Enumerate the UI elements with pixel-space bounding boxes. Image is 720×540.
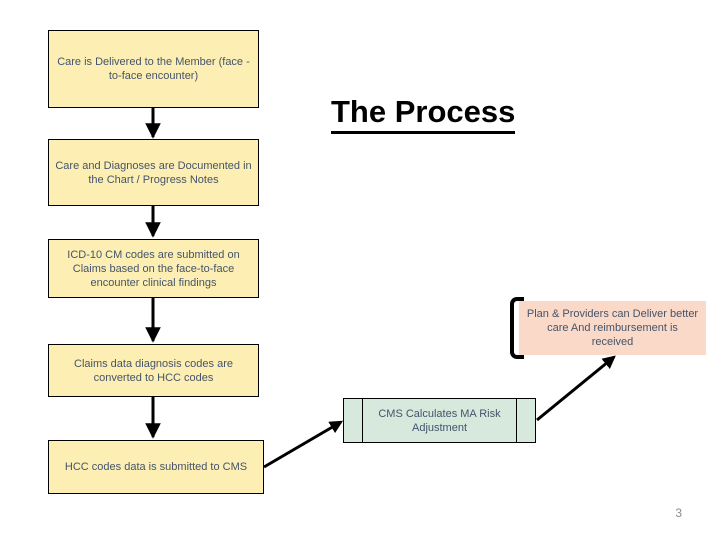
flow-node-hcc-submitted[interactable]: HCC codes data is submitted to CMS <box>48 440 264 494</box>
flow-node-care-documented[interactable]: Care and Diagnoses are Documented in the… <box>48 139 259 206</box>
flow-node-label: ICD-10 CM codes are submitted on Claims … <box>67 248 240 289</box>
flow-node-label: HCC codes data is submitted to CMS <box>64 461 248 473</box>
arrow-hcc-submitted-to-cms-calculates <box>263 420 344 469</box>
flow-node-icd10-submitted[interactable]: ICD-10 CM codes are submitted on Claims … <box>48 239 259 298</box>
process-rule-left-icon <box>362 399 363 442</box>
flow-node-label: Care and Diagnoses are Documented in the… <box>55 159 252 186</box>
page-title: The Process <box>331 94 516 134</box>
flow-node-label: CMS Calculates MA Risk Adjustment <box>378 407 501 434</box>
flow-node-label: Plan & Providers can Deliver better care… <box>526 308 699 348</box>
arrow-cms-calculates-to-plan-providers <box>536 355 616 422</box>
flow-node-label: Claims data diagnosis codes are converte… <box>74 357 233 384</box>
flow-node-cms-calculates[interactable]: CMS Calculates MA Risk Adjustment <box>343 398 536 443</box>
left-bracket-icon <box>510 297 524 359</box>
page-number: 3 <box>675 506 682 520</box>
flow-node-label: Care is Delivered to the Member (face -t… <box>57 56 250 82</box>
flow-node-claims-converted[interactable]: Claims data diagnosis codes are converte… <box>48 344 259 397</box>
process-rule-right-icon <box>516 399 517 442</box>
page-title-text: The Process <box>331 94 516 134</box>
flow-node-plan-providers[interactable]: Plan & Providers can Deliver better care… <box>519 301 706 355</box>
flow-node-care-delivered[interactable]: Care is Delivered to the Member (face -t… <box>48 30 259 108</box>
